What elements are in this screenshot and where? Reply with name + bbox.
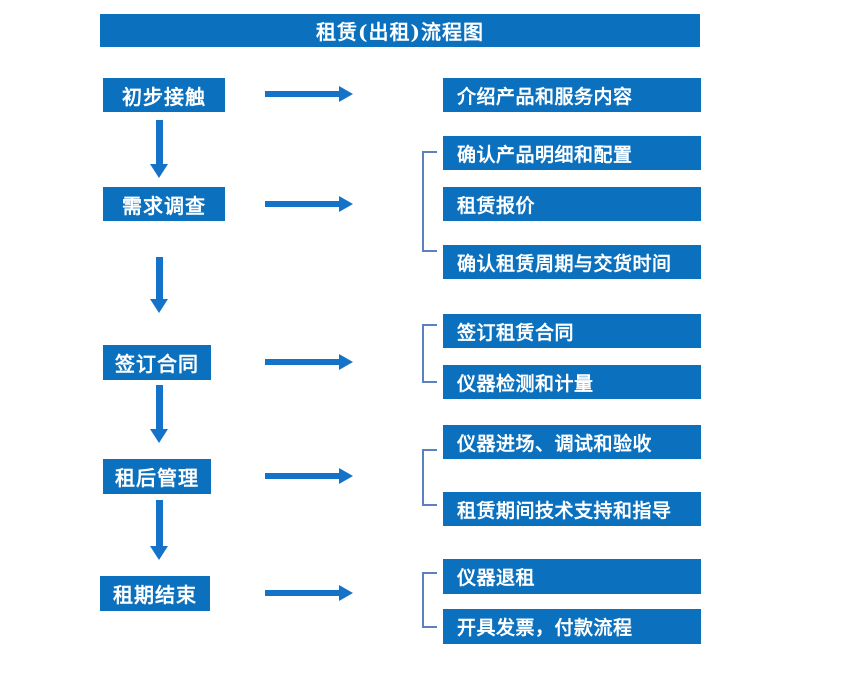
detail-box-confirm-product-details: 确认产品明细和配置: [443, 136, 701, 170]
bracket-connector: [422, 324, 437, 383]
right-arrow-icon: [265, 196, 353, 212]
detail-box-introduce-products: 介绍产品和服务内容: [443, 78, 701, 112]
down-arrow-icon: [150, 257, 168, 313]
bracket-connector: [422, 151, 437, 252]
down-arrow-icon: [150, 385, 168, 443]
detail-box-instrument-testing: 仪器检测和计量: [443, 365, 701, 399]
down-arrow-icon: [150, 500, 168, 560]
right-arrow-icon: [265, 468, 353, 484]
bracket-connector: [422, 572, 437, 628]
down-arrow-icon: [150, 120, 168, 178]
detail-box-confirm-rental-period: 确认租赁周期与交货时间: [443, 245, 701, 279]
detail-box-invoice-payment: 开具发票，付款流程: [443, 609, 701, 644]
stage-box-post-rental-management: 租后管理: [103, 459, 211, 494]
detail-box-rental-quote: 租赁报价: [443, 187, 701, 221]
detail-box-tech-support: 租赁期间技术支持和指导: [443, 492, 701, 526]
detail-box-sign-rental-contract: 签订租赁合同: [443, 314, 701, 348]
detail-box-instrument-setup: 仪器进场、调试和验收: [443, 425, 701, 459]
bracket-connector: [422, 449, 437, 506]
right-arrow-icon: [265, 354, 353, 370]
stage-box-sign-contract: 签订合同: [103, 345, 211, 380]
detail-box-instrument-return: 仪器退租: [443, 559, 701, 594]
page-title: 租赁(出租)流程图: [100, 14, 700, 47]
stage-box-demand-survey: 需求调查: [103, 187, 225, 221]
stage-box-initial-contact: 初步接触: [103, 78, 225, 112]
right-arrow-icon: [265, 86, 353, 102]
stage-box-rental-end: 租期结束: [100, 576, 210, 611]
right-arrow-icon: [265, 585, 353, 601]
